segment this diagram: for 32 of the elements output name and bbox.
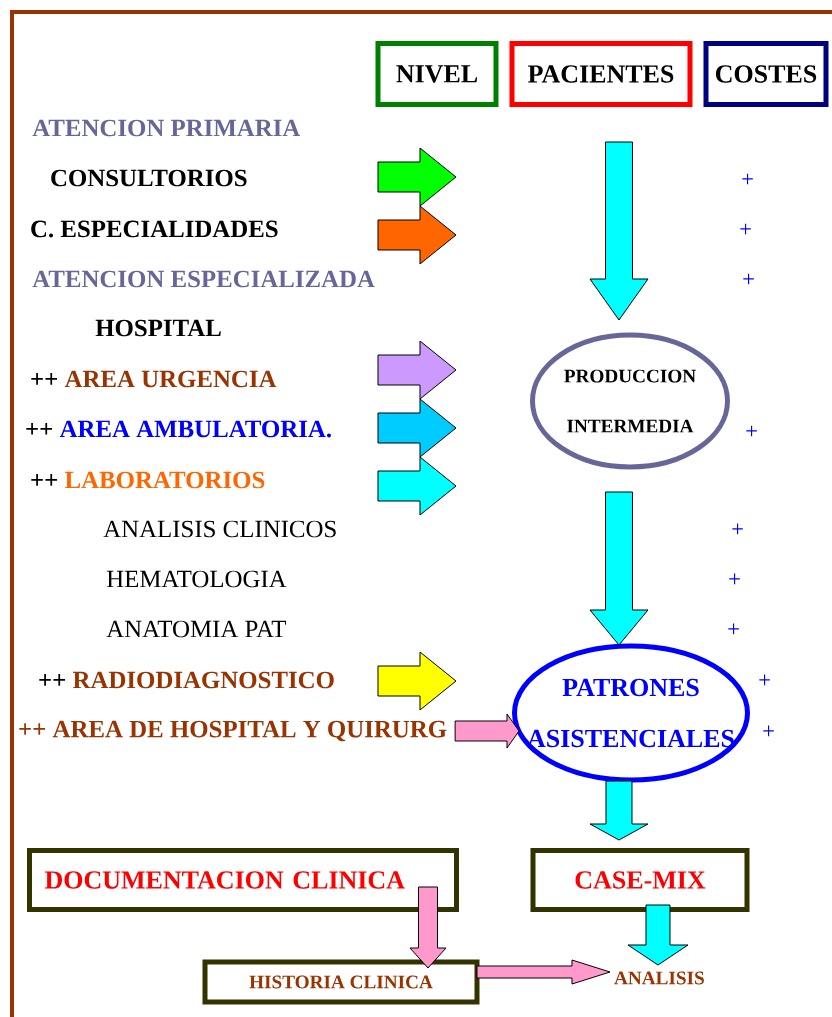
block-arrow [409,886,447,969]
block-arrow [589,491,649,646]
result-box: CASE-MIX [530,848,750,912]
area-label: ++ AREA URGENCIA [31,370,277,388]
area-label: ++ LABORATORIOS [31,471,265,489]
area-label: ++ AREA AMBULATORIA. [26,420,331,438]
block-arrow [476,959,611,985]
record-box: HISTORIA CLINICA [202,959,480,1005]
section-heading: ATENCION PRIMARIA [32,119,301,137]
section-heading: ATENCION ESPECIALIZADA [32,270,375,288]
block-arrow [589,780,649,841]
plus-sign: + [729,573,740,585]
service-label: HEMATOLOGIA [106,570,287,588]
block-arrow [627,904,689,966]
plus-sign: + [742,173,753,185]
level-label: CONSULTORIOS [51,169,247,187]
header-box: COSTES [703,41,829,107]
service-label: ANALISIS CLINICOS [103,520,336,538]
document-box: DOCUMENTACION CLINICA [27,848,459,912]
plus-sign: + [743,273,754,285]
service-label: ANATOMIA PAT [106,620,287,638]
level-label: C. ESPECIALIDADES [31,220,278,238]
header-box: PACIENTES [509,41,693,107]
plus-sign: + [732,523,743,535]
section-heading: HOSPITAL [95,319,221,337]
plus-sign: + [740,223,751,235]
header-box: NIVEL [375,41,499,107]
block-arrow [589,141,649,321]
block-arrow [454,713,520,749]
area-label: ++ AREA DE HOSPITAL Y QUIRURG [19,720,447,742]
area-label: ++ RADIODIAGNOSTICO [39,671,334,689]
result-label: ANALISIS [614,971,704,985]
